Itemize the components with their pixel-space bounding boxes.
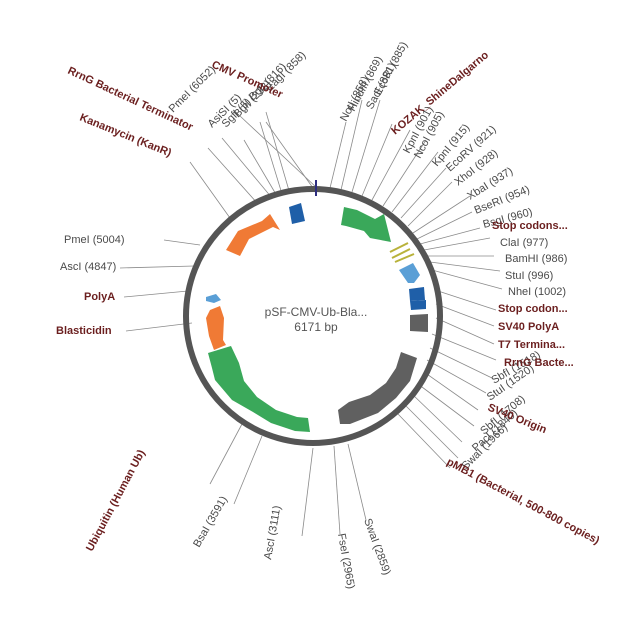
feature-label-blasticidin: Blasticidin [56,325,112,337]
feature-label-pmb1: pMB1 (Bacterial, 500-800 copies) [445,456,602,547]
site-label-asci-4847: AscI (4847) [60,261,116,273]
plasmid-name: pSF-CMV-Ub-Bla... [265,305,368,319]
site-label-fsei: FseI (2965) [335,532,357,589]
feature-label-ubiquitin: Ubiquitin (Human Ub) [84,448,148,554]
feature-marks [206,180,428,432]
feature-label-t7-terminator: T7 Termina... [498,339,565,351]
site-labels-left: AscI (4847) PmeI (5004) [60,234,125,273]
plasmid-size: 6171 bp [294,320,338,334]
leader-lines [119,99,503,537]
site-label-bsai: BsaI (3591) [191,494,230,549]
site-label-bamhi: BamHI (986) [505,253,567,265]
cmv-promoter-block [289,203,305,224]
kozak-marker-2 [391,248,411,259]
blasticidin-arrow [206,306,226,350]
site-label-pmei-5004: PmeI (5004) [64,234,125,246]
site-label-stui-996: StuI (996) [505,270,553,282]
kanamycin-arrow [226,214,280,256]
ub-start-arrow [341,207,391,242]
polya-arrow [206,294,221,303]
stop-codons-arrow [399,263,420,283]
feature-label-stop-codon: Stop codon... [498,303,568,315]
sv40-polya-block [410,314,428,332]
stop-codon-block-1 [409,287,425,301]
feature-label-rrng-bacte: RrnG Bacte... [504,357,574,369]
site-label-pmei-6052: PmeI (6052) [167,64,218,115]
kozak-marker-3 [394,253,415,263]
feature-labels: CMV Promoter RrnG Bacterial Terminator K… [56,49,602,553]
feature-label-stop-codons: Stop codons... [492,220,568,232]
feature-label-polya: PolyA [84,291,115,303]
stop-codon-block-2 [410,300,426,310]
site-label-asci-3111: AscI (3111) [262,505,283,561]
site-labels-bottom: SwaI (2859) FseI (2965) AscI (3111) BsaI… [191,494,393,590]
site-labels-right: ClaI (977) BamHI (986) StuI (996) NheI (… [500,237,567,298]
site-label-swai-2859: SwaI (2859) [361,517,393,577]
backbone-circle [183,186,443,446]
site-label-clai: ClaI (977) [500,237,548,249]
pmb1-arrow [338,352,417,424]
site-label-nhei: NheI (1002) [508,286,566,298]
feature-label-sv40-polya: SV40 PolyA [498,321,559,333]
kozak-marker-1 [389,242,409,253]
ubiquitin-arrow [208,346,310,432]
